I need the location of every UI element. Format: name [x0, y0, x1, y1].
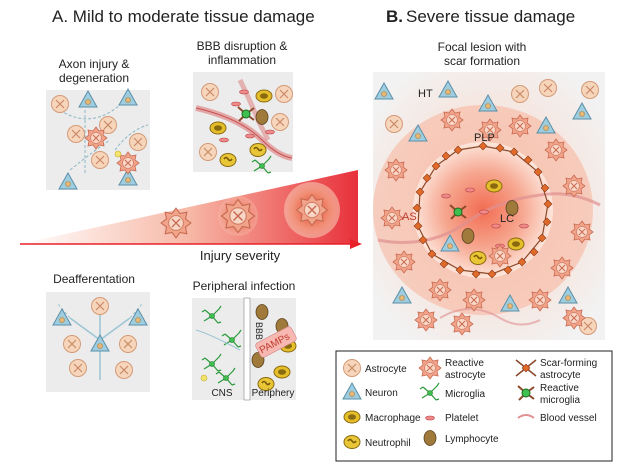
- severity-wedge: [20, 170, 362, 249]
- ht-label: HT: [418, 88, 433, 100]
- lesion-panel: [373, 72, 605, 340]
- lc-label: LC: [500, 213, 514, 225]
- periphery-label: Periphery: [252, 388, 295, 399]
- as-label: AS: [402, 211, 417, 223]
- legend-astrocyte-icon: [342, 358, 362, 378]
- legend-macrophage: Macrophage: [365, 413, 421, 424]
- legend-neutrophil: Neutrophil: [365, 438, 411, 449]
- bbb-vertical-label: BBB: [254, 322, 264, 340]
- legend-lymphocyte-icon: [423, 430, 437, 446]
- axon-injury-panel: [46, 88, 150, 190]
- legend-reactive-astrocyte-icon: [418, 356, 442, 380]
- panel-b-title: Severe tissue damage: [406, 7, 575, 26]
- legend-reactive-astrocyte: Reactive: [445, 358, 484, 369]
- legend-reactive-astrocyte-2: astrocyte: [445, 370, 486, 381]
- legend-scar-forming: Scar-forming: [540, 358, 597, 369]
- legend-reactive-microglia: Reactive: [540, 383, 579, 394]
- axon-injury-label-2: degeneration: [59, 71, 129, 85]
- focal-lesion-label-2: scar formation: [444, 54, 520, 68]
- legend-blood-vessel: Blood vessel: [540, 413, 597, 424]
- focal-lesion-label: Focal lesion with: [438, 40, 527, 54]
- peripheral-infection-label: Peripheral infection: [193, 279, 296, 293]
- deafferentation-label: Deafferentation: [53, 272, 135, 286]
- peripheral-infection-panel: [192, 297, 297, 401]
- mild-reactive-icon: [160, 207, 192, 239]
- panel-a-title: A. Mild to moderate tissue damage: [52, 7, 315, 26]
- legend-lymphocyte: Lymphocyte: [445, 434, 499, 445]
- injury-severity-label: Injury severity: [200, 248, 281, 263]
- panel-b-letter: B.: [386, 7, 403, 26]
- cns-label: CNS: [211, 388, 232, 399]
- deafferentation-panel: [46, 292, 150, 392]
- plp-label: PLP: [474, 132, 495, 144]
- legend-platelet-icon: [425, 415, 435, 421]
- legend-neutrophil-icon: [343, 434, 361, 450]
- bbb-label: BBB disruption &: [197, 39, 288, 53]
- legend-reactive-microglia-2: microglia: [540, 395, 580, 406]
- legend-scar-forming-2: astrocyte: [540, 370, 581, 381]
- legend-blood-vessel-icon: [517, 414, 535, 419]
- axon-injury-label: Axon injury &: [59, 57, 130, 71]
- legend-neuron: Neuron: [365, 388, 398, 399]
- bbb-label-2: inflammation: [208, 53, 276, 67]
- legend-astrocyte: Astrocyte: [365, 364, 407, 375]
- legend-platelet: Platelet: [445, 413, 479, 424]
- legend-box: Astrocyte Reactive astrocyte Scar-formin…: [335, 350, 613, 462]
- legend-microglia: Microglia: [445, 389, 485, 400]
- severe-reactive-icon: [284, 182, 340, 238]
- bbb-disruption-panel: [193, 72, 294, 174]
- legend-macrophage-icon: [343, 410, 361, 424]
- moderate-reactive-icon: [218, 196, 258, 236]
